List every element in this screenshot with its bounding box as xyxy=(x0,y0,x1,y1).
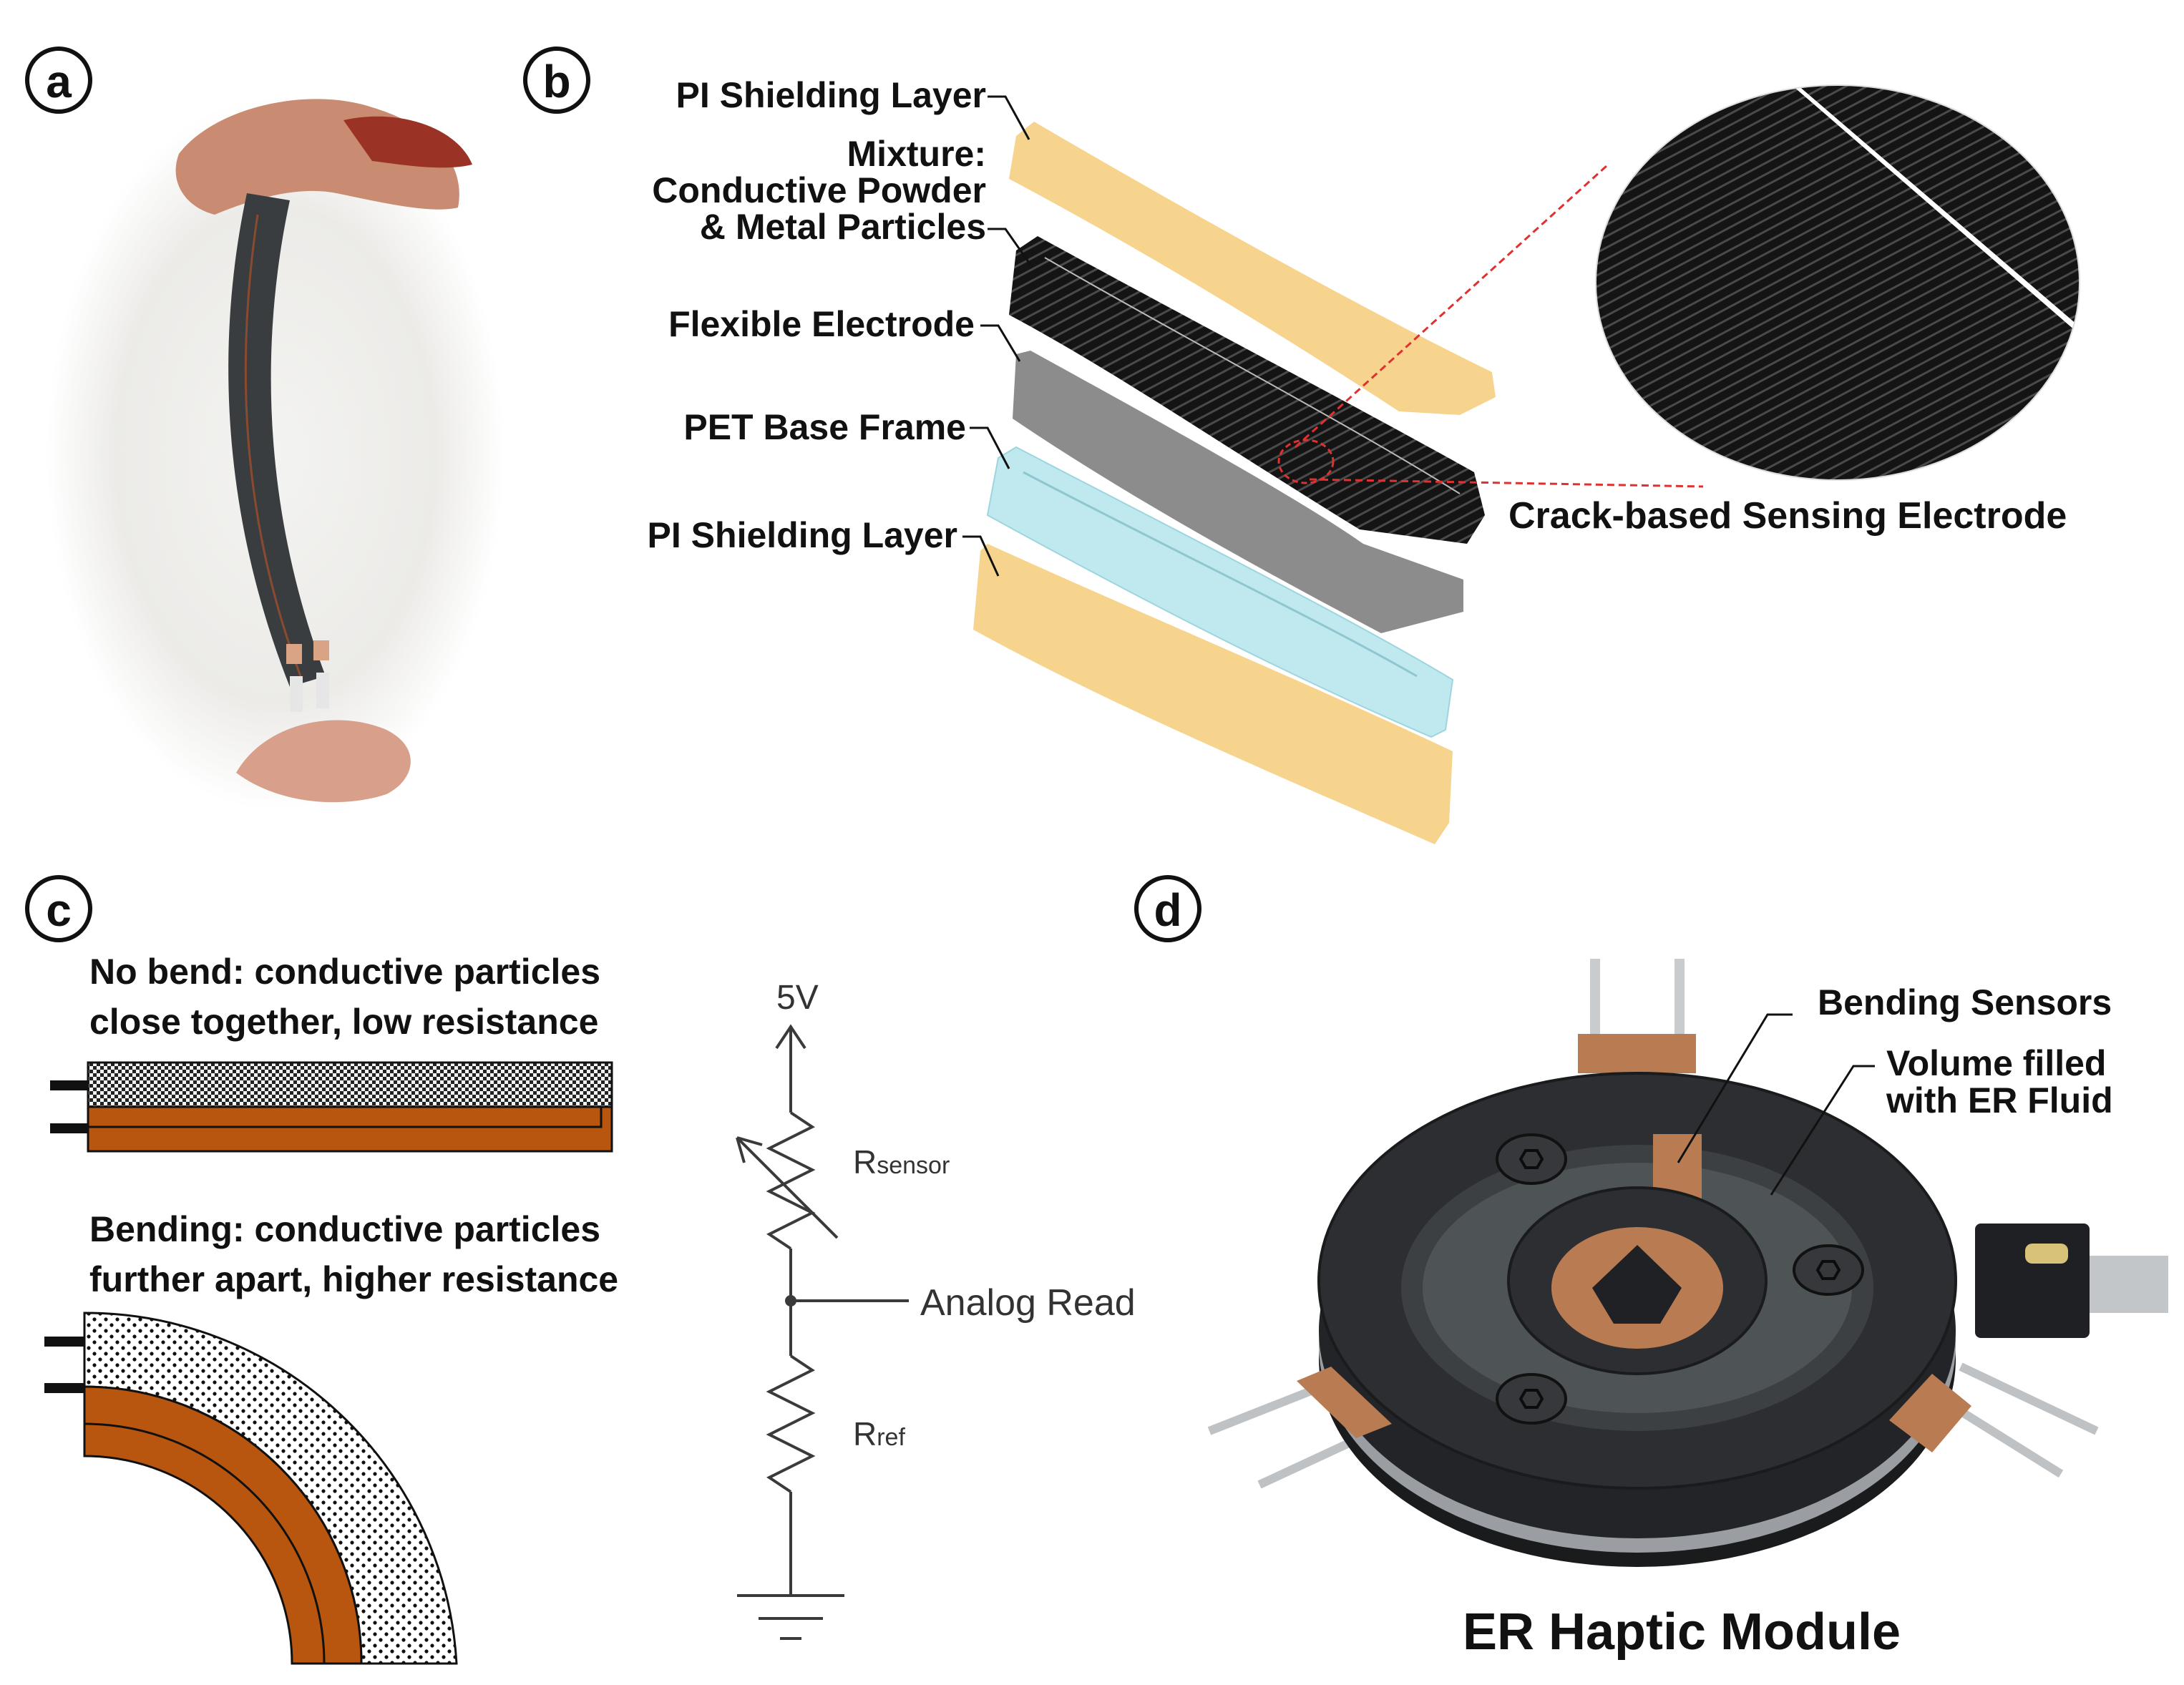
conductive-mixture-layer xyxy=(1009,236,1485,544)
label-bending-sensors: Bending Sensors xyxy=(1818,982,2112,1022)
label-crack-sensing-electrode: Crack-based Sensing Electrode xyxy=(1508,495,2067,537)
leader-bending-sensors xyxy=(1677,1013,1793,1163)
hex-socket-icon xyxy=(1815,1260,1841,1280)
zoom-source-marker xyxy=(1277,439,1335,484)
supply-arrow-icon xyxy=(775,1024,806,1050)
panel-c: c No bend: conductive particles close to… xyxy=(25,875,1136,1665)
bent-electrode-trace xyxy=(84,1422,326,1664)
leader-volume-fluid xyxy=(1770,1065,1875,1196)
bending-sensor-pad-right xyxy=(1889,1374,1971,1452)
variable-resistor-arrow xyxy=(736,1136,839,1239)
bolt-group xyxy=(1496,1133,1864,1425)
flexible-electrode-layer xyxy=(1013,351,1463,633)
panel-d-letter: d xyxy=(1154,884,1181,936)
zoom-circle-outline xyxy=(1595,84,2080,481)
label-bending-line1: Bending: conductive particles xyxy=(89,1209,600,1249)
center-shaft-icon xyxy=(1592,1245,1682,1324)
usb-plug xyxy=(2090,1256,2168,1313)
leader-mixture xyxy=(988,228,1032,265)
side-pin-left-lower xyxy=(1257,1434,1362,1489)
bent-copper-layer xyxy=(83,1385,363,1665)
bolt-top-left xyxy=(1496,1133,1567,1185)
side-connector-housing xyxy=(1975,1224,2090,1338)
bent-lead-top xyxy=(44,1337,84,1347)
bolt-right xyxy=(1793,1244,1864,1296)
leader-electrode xyxy=(980,324,1021,362)
bent-lead-bottom xyxy=(44,1383,84,1393)
label-5v: 5V xyxy=(776,979,819,1017)
zoom-guide-bottom xyxy=(1309,478,1704,488)
label-volume-line2: with ER Fluid xyxy=(1886,1080,2113,1120)
pi-shielding-layer-bottom xyxy=(973,544,1453,844)
label-pet-base-frame: PET Base Frame xyxy=(683,407,966,447)
pet-frame-slot xyxy=(1023,471,1418,678)
panel-b-badge xyxy=(523,47,590,114)
label-flexible-electrode: Flexible Electrode xyxy=(668,304,975,344)
straight-electrode-trace xyxy=(88,1107,603,1128)
leader-pi-top xyxy=(988,95,1030,140)
bolt-hex-sockets xyxy=(1518,1149,1841,1409)
mixture-crack-line xyxy=(1044,257,1461,494)
straight-particle-layer xyxy=(87,1061,613,1108)
hex-socket-icon xyxy=(1518,1389,1544,1409)
reference-resistor-zigzag xyxy=(766,1354,816,1493)
label-mixture-2: Conductive Powder xyxy=(652,170,986,210)
panel-c-badge xyxy=(25,875,92,942)
finger-shadow-icon xyxy=(343,116,472,168)
hex-socket-icon xyxy=(1518,1149,1544,1169)
zoom-view xyxy=(1596,85,2080,480)
straight-copper-layer xyxy=(87,1105,613,1153)
finger-bottom-icon xyxy=(236,720,411,803)
strip-pad-right xyxy=(313,640,329,660)
side-pin-right-lower xyxy=(1944,1398,2064,1478)
photo-vignette xyxy=(47,98,504,811)
label-volume-line1: Volume filled xyxy=(1886,1043,2106,1083)
straight-lead-top xyxy=(50,1080,88,1090)
sensor-resistor-zigzag xyxy=(766,1111,816,1250)
panel-a: a xyxy=(25,47,504,811)
label-rsensor: Rsensor xyxy=(853,1143,950,1181)
panel-b: b PI Shielding Layer Mixture: Conductive… xyxy=(523,47,2080,844)
bolt-bottom-left xyxy=(1496,1373,1567,1425)
variable-arrow-head-icon xyxy=(736,1136,763,1163)
module-title: ER Haptic Module xyxy=(1463,1603,1901,1661)
strip-trace-line xyxy=(244,214,302,677)
straight-lead-bottom xyxy=(50,1123,88,1133)
label-nobend-line1: No bend: conductive particles xyxy=(89,952,600,992)
panel-c-letter: c xyxy=(46,884,72,936)
panel-b-letter: b xyxy=(542,56,570,107)
circuit-node xyxy=(785,1295,796,1307)
label-pi-shielding-top: PI Shielding Layer xyxy=(676,75,986,115)
leader-pet xyxy=(970,426,1010,469)
side-pin-right-upper xyxy=(1959,1362,2099,1435)
voltage-divider-circuit xyxy=(736,1024,909,1640)
label-pi-shielding-bottom: PI Shielding Layer xyxy=(648,515,957,555)
panel-a-badge xyxy=(25,47,92,114)
label-nobend-line2: close together, low resistance xyxy=(89,1002,598,1042)
panel-d-badge xyxy=(1134,875,1201,942)
bending-sensor-pad-left xyxy=(1297,1367,1392,1438)
leader-pi-bottom xyxy=(962,535,1000,577)
label-bending-line2: further apart, higher resistance xyxy=(89,1259,618,1299)
zoom-crack-gap xyxy=(1732,85,2080,386)
sensor-strip-photo xyxy=(228,193,326,687)
connector-contact xyxy=(2025,1244,2068,1264)
label-mixture-1: Mixture: xyxy=(847,134,986,174)
pet-base-frame-layer xyxy=(986,446,1454,738)
panel-d: d xyxy=(1134,875,2168,1661)
label-mixture-3: & Metal Particles xyxy=(700,207,986,247)
label-rref: Rref xyxy=(853,1415,905,1452)
label-analog-read: Analog Read xyxy=(920,1282,1136,1324)
strip-pad-left xyxy=(286,644,302,664)
strip-lead-left xyxy=(290,676,303,712)
top-pin-right xyxy=(1674,959,1685,1052)
top-connector-pad xyxy=(1578,1034,1696,1073)
panel-a-letter: a xyxy=(46,56,72,107)
zoom-guide-top xyxy=(1294,165,1608,449)
pi-shielding-layer-top xyxy=(1009,122,1496,415)
top-pin-left xyxy=(1590,959,1600,1052)
strip-lead-right xyxy=(316,673,329,708)
